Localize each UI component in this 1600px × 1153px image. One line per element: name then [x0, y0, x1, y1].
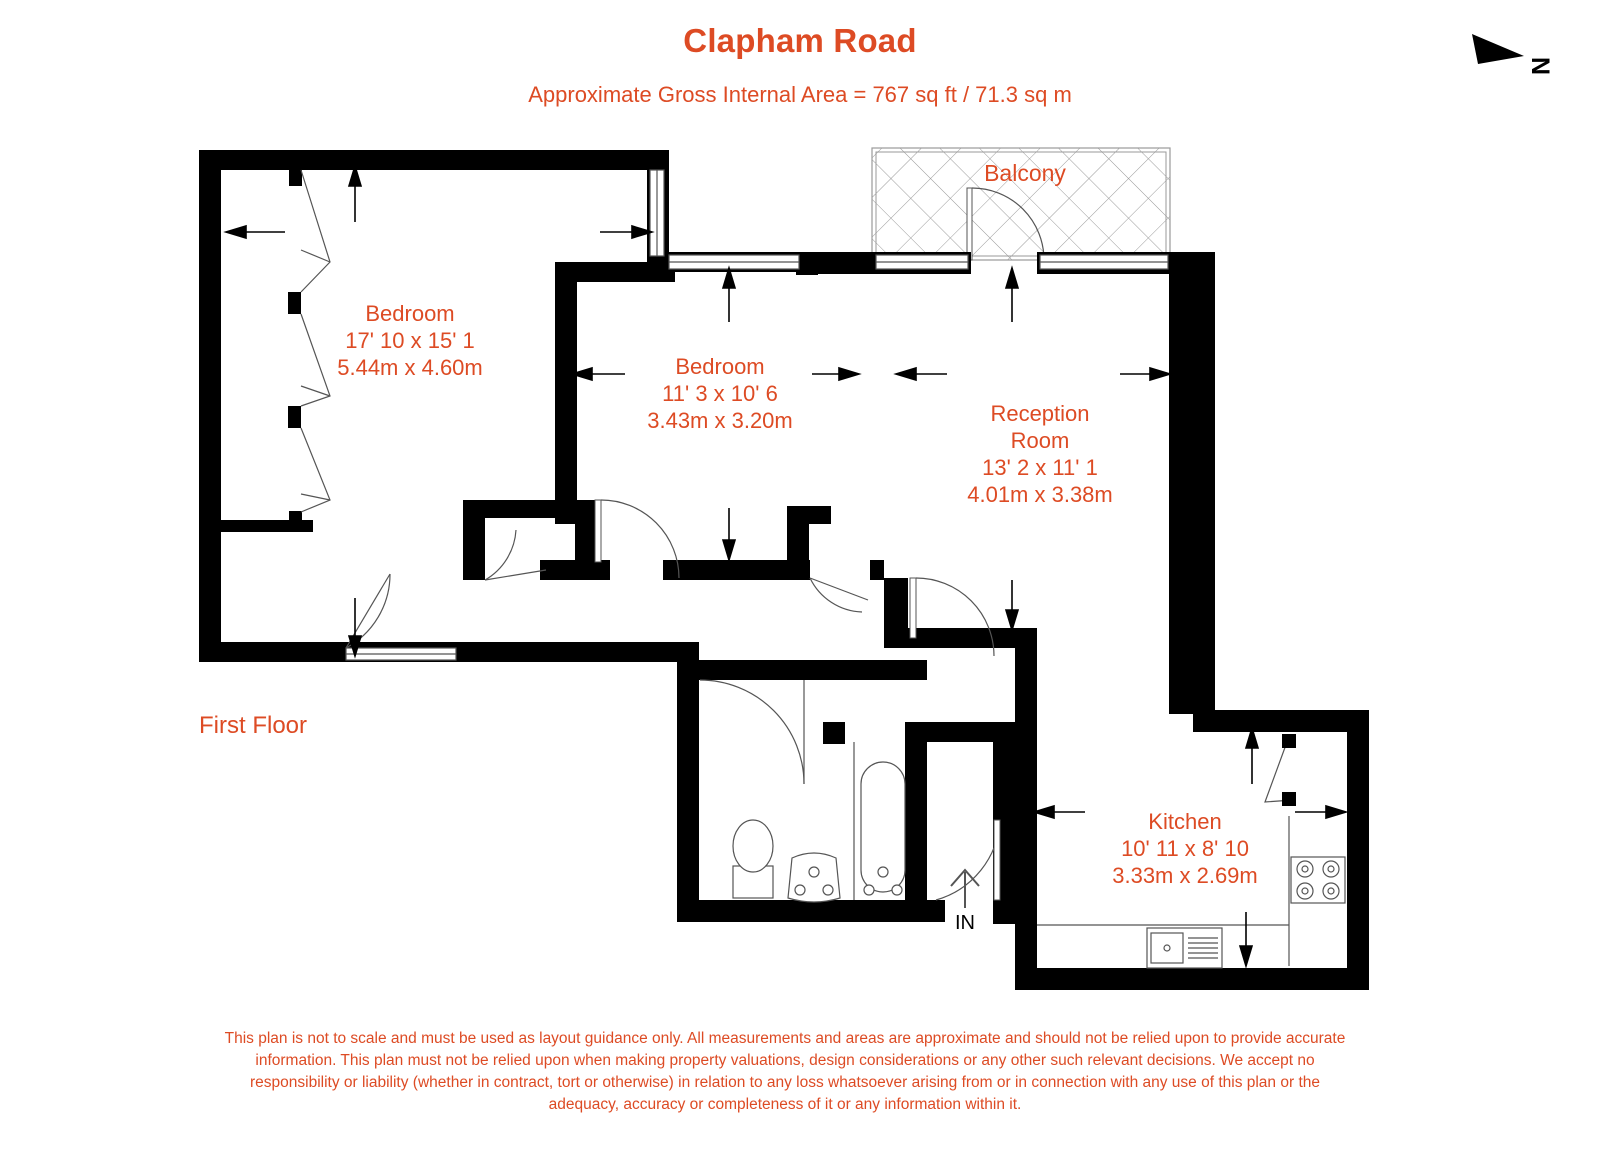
room-label-balcony: Balcony [880, 160, 1170, 187]
north-arrow: N [1462, 22, 1582, 92]
bathroom-fixtures [732, 742, 906, 903]
disclaimer: This plan is not to scale and must be us… [215, 1028, 1355, 1116]
room-dimensions-metric: 3.33m x 2.69m [1112, 863, 1258, 888]
disclaimer-line-4: connection with any use of this plan or … [548, 1074, 1320, 1113]
basin-fixture [787, 852, 841, 903]
room-label-bedroom-1: Bedroom 17' 10 x 15' 1 5.44m x 4.60m [265, 300, 555, 381]
room-name-line-1: Reception [990, 401, 1090, 426]
sink-fixture [1146, 927, 1223, 969]
kitchen-fixtures [1037, 816, 1346, 969]
room-name: Bedroom [365, 301, 455, 326]
room-name: Kitchen [1148, 809, 1222, 834]
floor-label: First Floor [199, 712, 307, 739]
hob-fixture [1290, 856, 1346, 904]
windows [345, 169, 1169, 661]
wardrobe-fixture [300, 169, 331, 513]
entrance-label: IN [955, 912, 975, 934]
room-label-reception-room: Reception Room 13' 2 x 11' 1 4.01m x 3.3… [895, 400, 1185, 508]
floor-plan-drawing [199, 147, 1369, 990]
north-arrow-icon [1472, 34, 1524, 64]
room-dimensions-metric: 4.01m x 3.38m [967, 482, 1113, 507]
toilet-fixture [732, 819, 774, 899]
room-name: Balcony [984, 160, 1066, 186]
room-name: Bedroom [675, 354, 765, 379]
north-arrow-label: N [1526, 57, 1554, 75]
room-dimensions-imperial: 13' 2 x 11' 1 [982, 455, 1098, 480]
balcony-area [871, 147, 1171, 261]
room-dimensions-metric: 5.44m x 4.60m [337, 355, 483, 380]
room-label-kitchen: Kitchen 10' 11 x 8' 10 3.33m x 2.69m [1040, 808, 1330, 889]
doors [345, 499, 1296, 901]
room-label-bedroom-2: Bedroom 11' 3 x 10' 6 3.43m x 3.20m [575, 353, 865, 434]
dimension-arrows [223, 163, 1349, 969]
disclaimer-line-1: This plan is not to scale and must be us… [224, 1030, 1227, 1047]
bath-fixture [853, 742, 906, 900]
entrance-arrow-icon [950, 868, 980, 908]
page-title: Clapham Road [683, 22, 917, 59]
gross-internal-area-text: Approximate Gross Internal Area = 767 sq… [528, 82, 1072, 107]
disclaimer-line-2: provide accurate information. This plan … [255, 1030, 1346, 1069]
room-name-line-2: Room [1010, 428, 1070, 453]
room-dimensions-imperial: 10' 11 x 8' 10 [1121, 836, 1249, 861]
disclaimer-line-3: decisions. We accept no responsibility o… [249, 1052, 1315, 1091]
room-dimensions-metric: 3.43m x 3.20m [647, 408, 793, 433]
room-dimensions-imperial: 11' 3 x 10' 6 [662, 381, 778, 406]
room-dimensions-imperial: 17' 10 x 15' 1 [345, 328, 475, 353]
